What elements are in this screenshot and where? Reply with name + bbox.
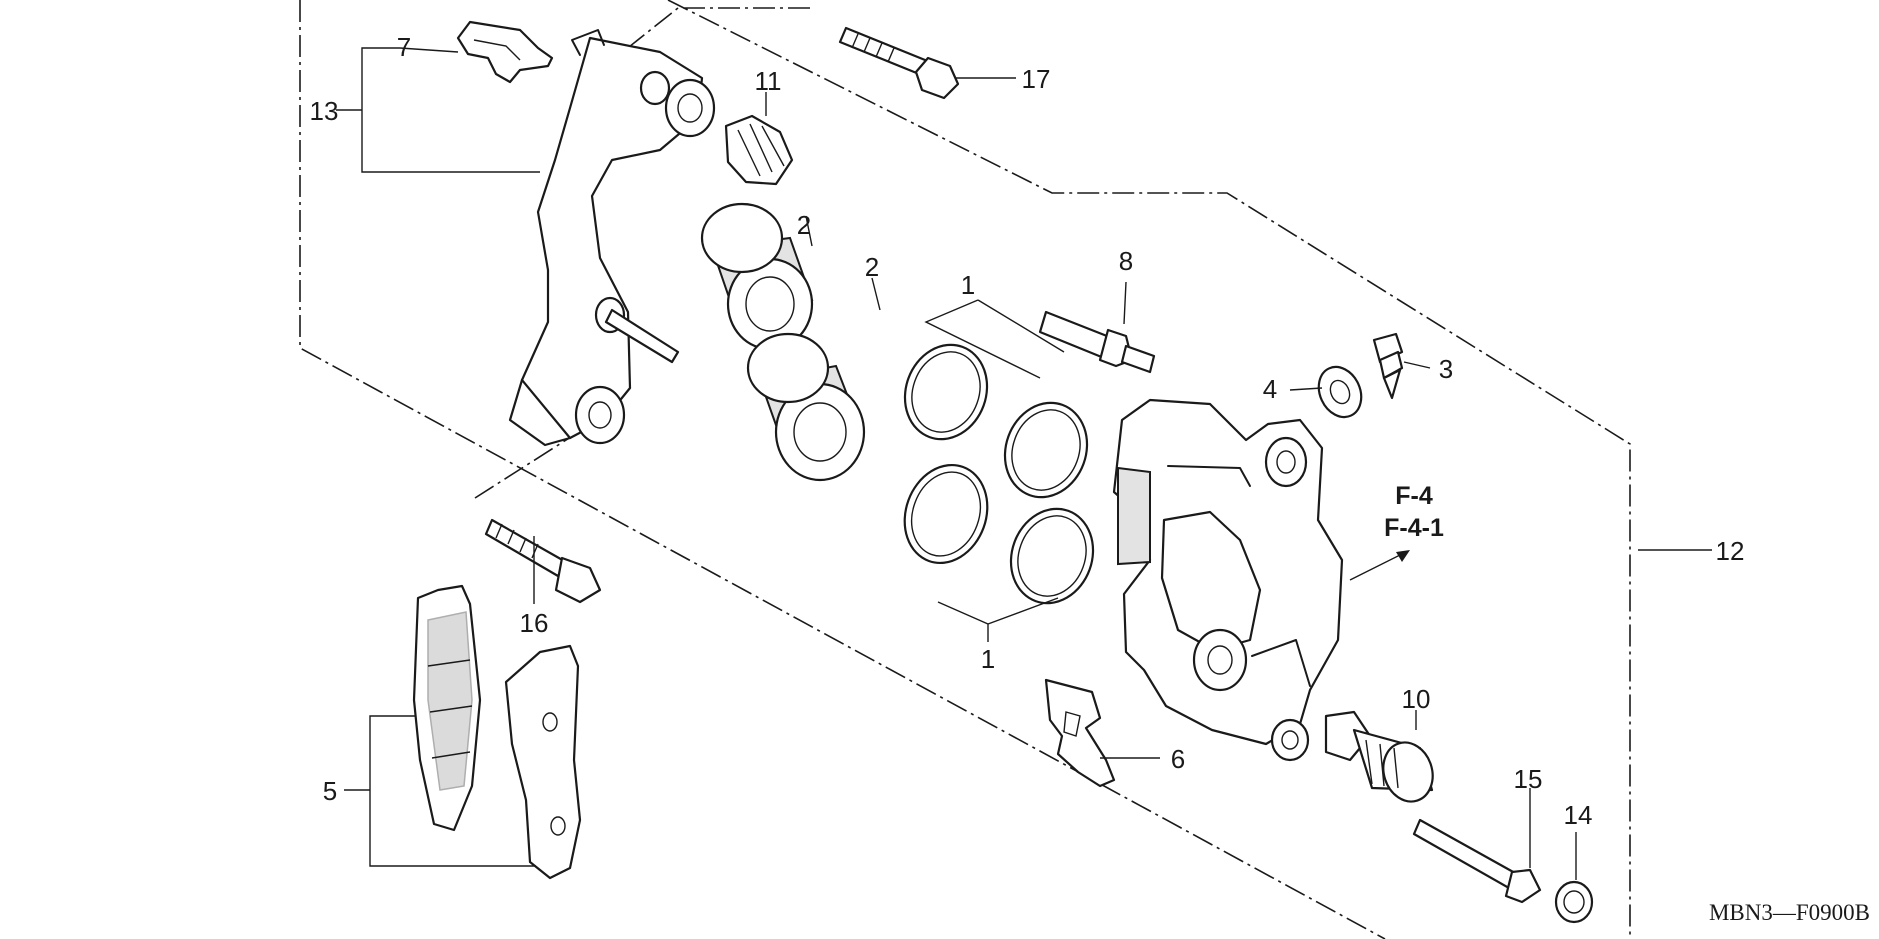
brake-pad-inner [504, 644, 582, 880]
callout-1-upper: 1 [961, 270, 975, 300]
brake-pad-outer [412, 584, 482, 832]
callout-4: 4 [1263, 374, 1277, 404]
callout-2-lower: 2 [865, 252, 879, 282]
pad-pin [1412, 818, 1542, 904]
bleeder-cap-4 [1317, 365, 1363, 419]
figure-code: MBN3—F0900B [1709, 900, 1870, 925]
callout-5: 5 [323, 776, 337, 806]
callout-3: 3 [1439, 354, 1453, 384]
callout-1-lower: 1 [981, 644, 995, 674]
reference-f4-1: F-4-1 [1384, 514, 1444, 542]
callout-7: 7 [397, 32, 411, 62]
callout-16: 16 [520, 608, 549, 638]
slide-pin-boot [1324, 710, 1434, 803]
bleeder-cap [724, 114, 794, 186]
callout-6: 6 [1171, 744, 1185, 774]
piston-seal-set [903, 343, 1095, 605]
leader-lines [336, 47, 1712, 880]
bracket-bolt-16 [484, 518, 602, 604]
caliper-bolt-17 [838, 26, 960, 100]
piston-lower [746, 332, 866, 482]
reference-arrowhead [1396, 550, 1410, 562]
callout-10: 10 [1402, 684, 1431, 714]
caliper-body [1112, 398, 1344, 762]
pad-retainer [1044, 678, 1116, 788]
pin-bolt-8 [1038, 310, 1156, 374]
callout-11: 11 [755, 66, 782, 96]
piston-upper [700, 202, 814, 351]
reference-arrow [1349, 551, 1407, 581]
callout-2-upper: 2 [797, 210, 811, 240]
callout-17: 17 [1022, 64, 1051, 94]
callout-12: 12 [1716, 536, 1745, 566]
caliper-bracket [508, 29, 716, 447]
pad-spring-clip [456, 20, 554, 84]
section-reference: F-4 F-4-1 [1349, 482, 1444, 581]
callout-8: 8 [1119, 246, 1133, 276]
assembly-outline-12 [299, 0, 1631, 939]
callout-13: 13 [310, 96, 339, 126]
callout-labels: 1 1 2 2 3 4 5 6 7 8 10 11 12 13 14 15 16… [310, 32, 1745, 830]
callout-15: 15 [1514, 764, 1543, 794]
reference-f4: F-4 [1395, 482, 1433, 510]
callout-14: 14 [1564, 800, 1593, 830]
bleeder-valve [1372, 332, 1404, 400]
pin-plug [1554, 880, 1594, 924]
